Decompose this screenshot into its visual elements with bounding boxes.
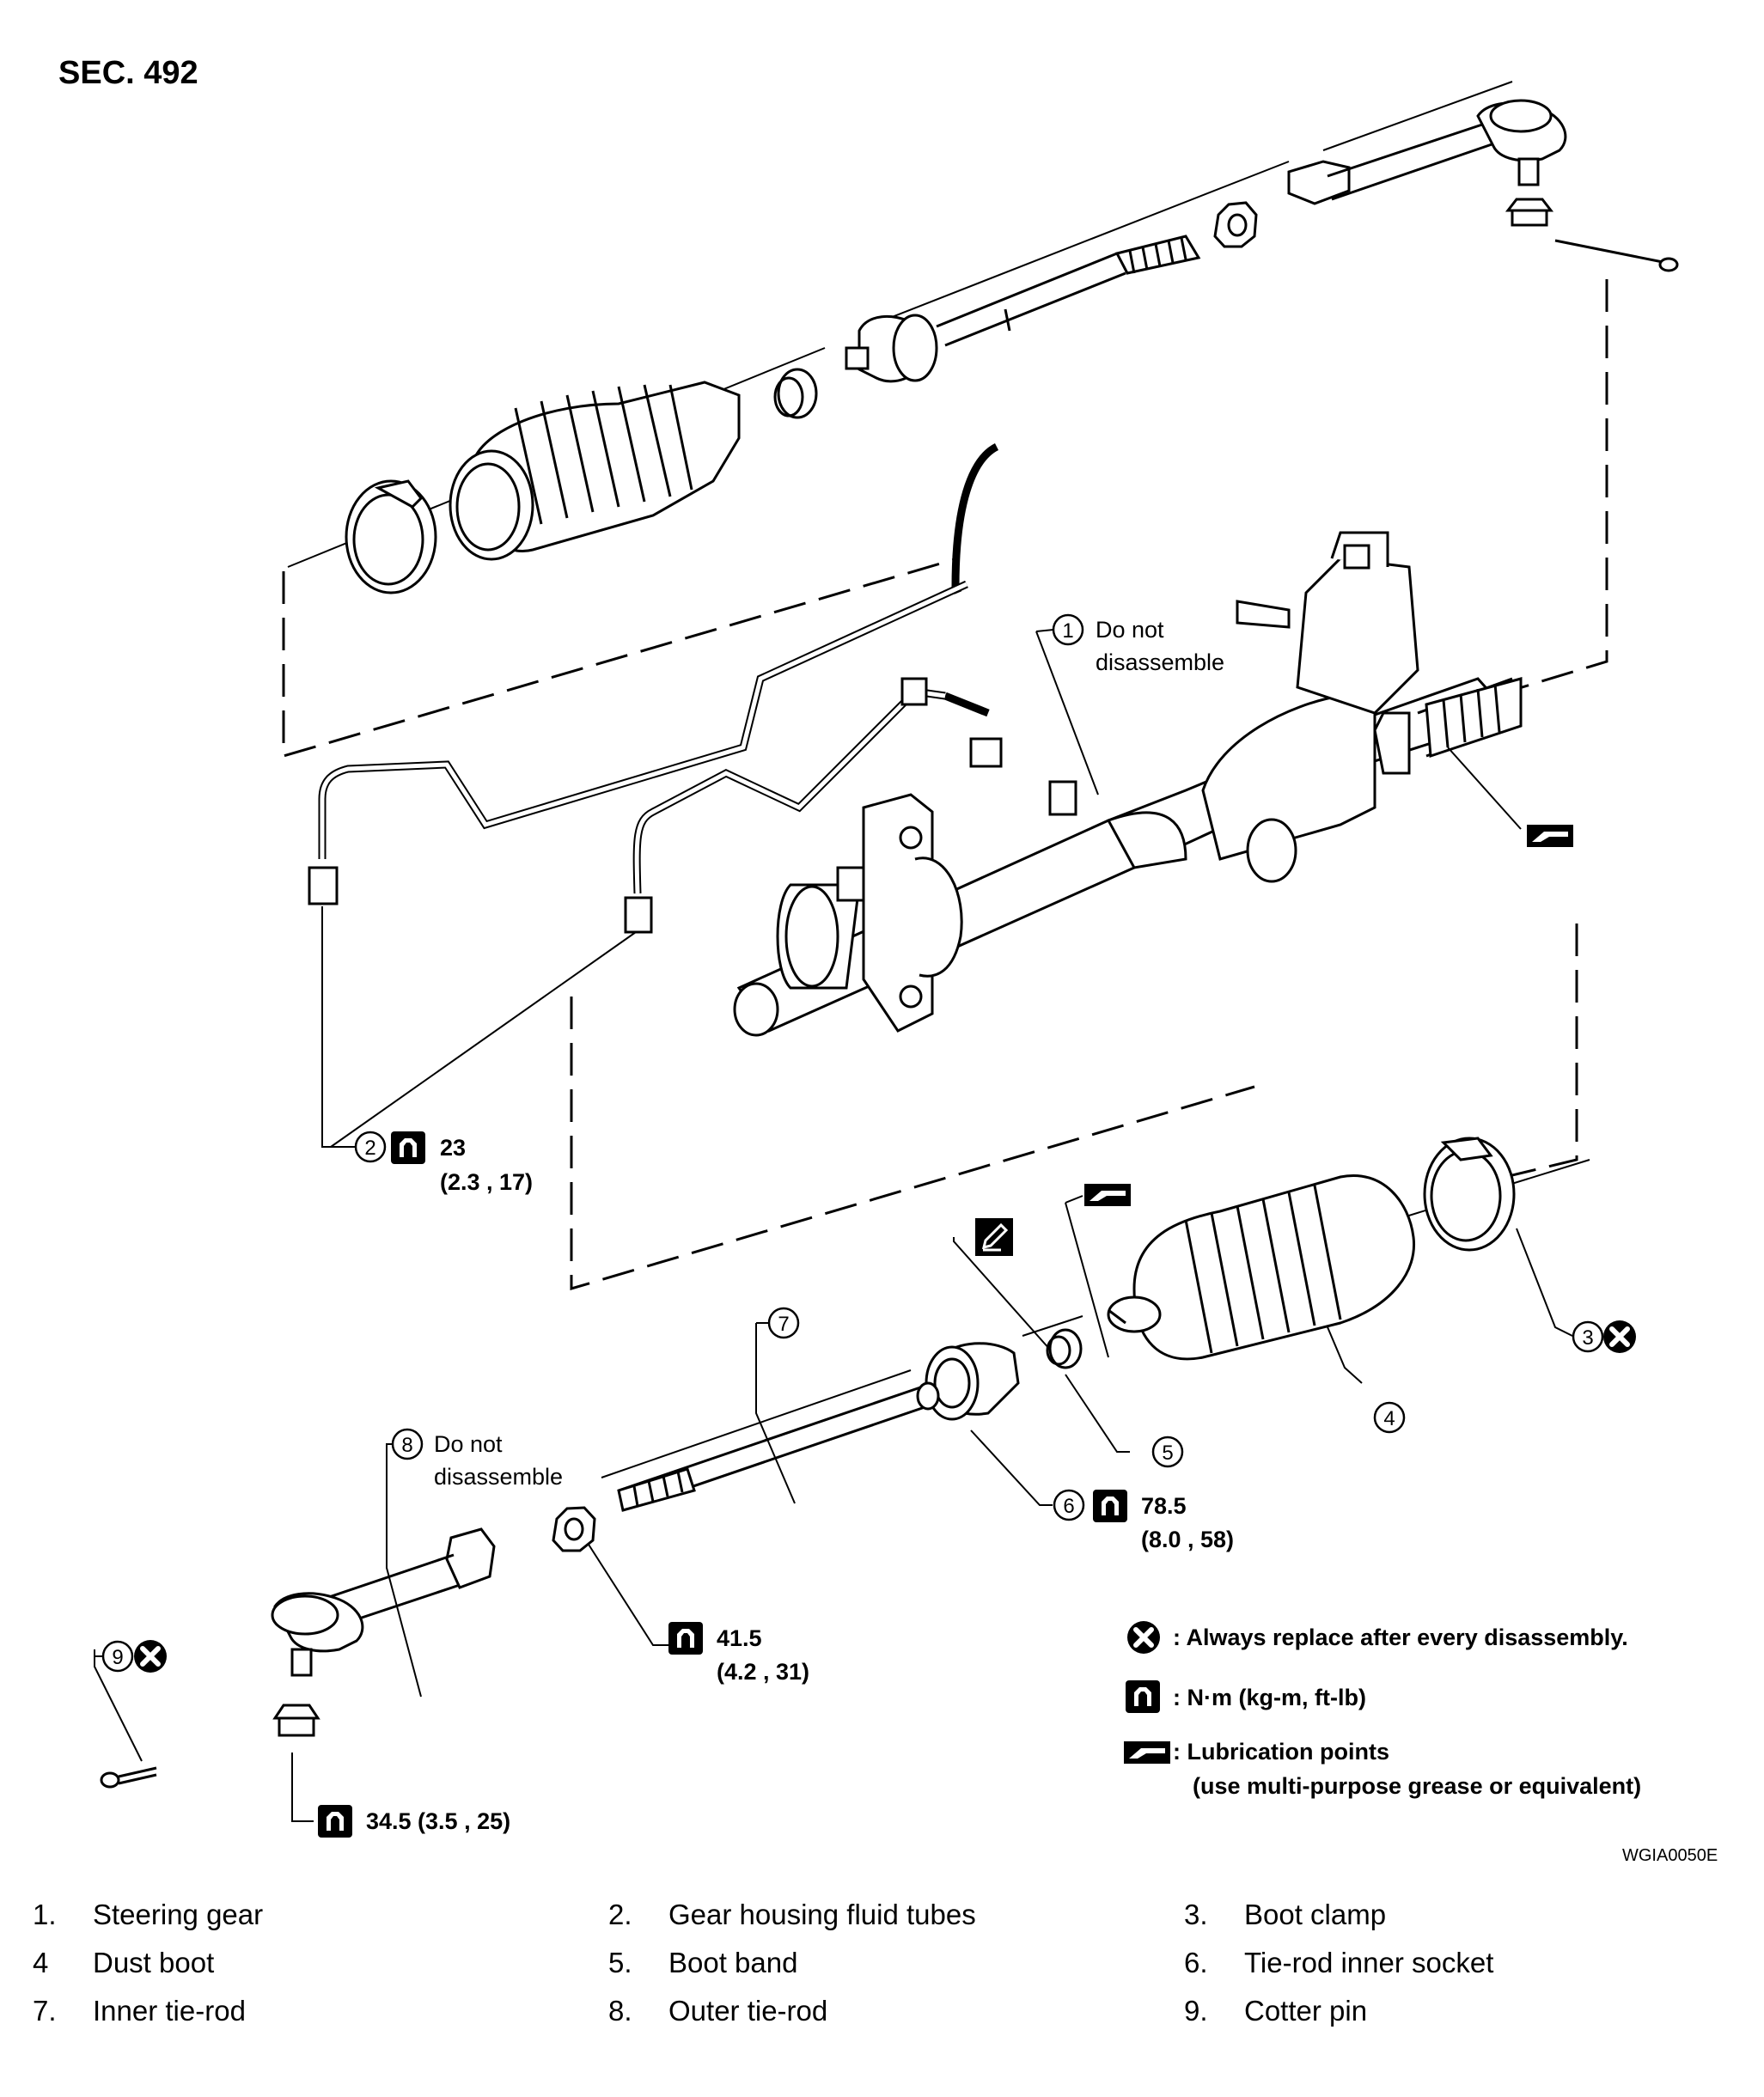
torque-value-nut: 41.5	[717, 1625, 762, 1651]
boot-band-upper	[773, 368, 818, 419]
parts-legend-name: Tie-rod inner socket	[1244, 1947, 1494, 1978]
replace-icon-legend	[1127, 1621, 1160, 1654]
parts-legend-name: Cotter pin	[1244, 1995, 1368, 2027]
callout-number-6: 6	[1063, 1495, 1074, 1518]
torque-value-castle: 34.5 (3.5 , 25)	[366, 1808, 510, 1834]
callout-number-5: 5	[1162, 1442, 1173, 1465]
parts-legend-name: Dust boot	[93, 1947, 215, 1978]
cotter-pin-lower	[100, 1766, 157, 1789]
torque-alt-2: (2.3 , 17)	[440, 1169, 533, 1195]
legend-replace-text: : Always replace after every disassembly…	[1173, 1625, 1628, 1650]
boot-clamp-upper	[345, 479, 437, 594]
lubrication-icon-boot	[1084, 1184, 1131, 1206]
boot-clamp-lower	[1423, 1137, 1516, 1252]
callout-1-note-line1: Do not	[1096, 617, 1164, 643]
lubrication-icon-legend	[1124, 1741, 1170, 1764]
fluid-tube-2-inner	[634, 689, 946, 894]
parts-legend-num: 4	[33, 1947, 49, 1978]
dashed-assembly-line-upper	[282, 279, 1608, 759]
inner-tie-rod-lower	[617, 1381, 940, 1512]
parts-legend-num: 6.	[1184, 1947, 1208, 1978]
parts-legend-name: Boot clamp	[1244, 1899, 1387, 1930]
torque-icon-nut	[668, 1622, 703, 1655]
callout-number-8: 8	[401, 1434, 412, 1457]
cotter-pin-upper-line	[1554, 239, 1663, 264]
parts-legend-name: Outer tie-rod	[668, 1995, 828, 2027]
callout-circle-3	[1572, 1320, 1604, 1353]
callout-circle-2	[354, 1131, 387, 1163]
outer-tie-rod-lower	[271, 1527, 496, 1737]
replace-icon-9	[134, 1640, 167, 1673]
callout-circle-5	[1151, 1436, 1184, 1468]
lubrication-icon-gear	[1527, 825, 1573, 847]
callout-circle-4	[1373, 1401, 1406, 1434]
steering-gear-body	[733, 531, 1523, 1037]
legend-lube-text-2: (use multi-purpose grease or equivalent)	[1193, 1773, 1641, 1799]
figure-id: WGIA0050E	[1622, 1846, 1718, 1865]
fluid-tube-1-inner	[320, 582, 968, 859]
parts-legend-num: 7.	[33, 1995, 57, 2027]
parts-legend-num: 3.	[1184, 1899, 1208, 1930]
torque-icon-2	[391, 1131, 425, 1164]
section-title: SEC. 492	[58, 55, 198, 91]
torque-icon-legend	[1126, 1680, 1160, 1713]
callout-8-note-line2: disassemble	[434, 1464, 563, 1490]
torque-alt-6: (8.0 , 58)	[1141, 1527, 1234, 1552]
sealant-icon	[974, 1216, 1015, 1258]
legend-lube-text-1: : Lubrication points	[1173, 1739, 1389, 1765]
callout-number-4: 4	[1383, 1407, 1395, 1430]
parts-legend-num: 9.	[1184, 1995, 1208, 2027]
torque-value-6: 78.5	[1141, 1493, 1187, 1519]
callout-number-9: 9	[112, 1646, 123, 1669]
callout-number-1: 1	[1062, 619, 1073, 643]
callout-number-7: 7	[778, 1313, 789, 1336]
parts-legend-name: Inner tie-rod	[93, 1995, 246, 2027]
callout-circle-6	[1053, 1489, 1085, 1521]
inner-tie-rod-upper	[845, 235, 1201, 383]
lock-nut-lower	[552, 1506, 596, 1552]
torque-icon-6	[1093, 1490, 1127, 1522]
callout-1-note-line2: disassemble	[1096, 649, 1224, 675]
dust-boot-lower	[1107, 1174, 1416, 1361]
leader-lines	[94, 631, 1573, 1822]
callout-number-3: 3	[1582, 1326, 1593, 1350]
torque-alt-nut: (4.2 , 31)	[717, 1659, 809, 1685]
parts-legend-name: Steering gear	[93, 1899, 264, 1930]
parts-legend-num: 8.	[608, 1995, 632, 2027]
parts-legend-num: 5.	[608, 1947, 632, 1978]
boot-band-lower	[1046, 1328, 1083, 1369]
parts-legend-num: 1.	[33, 1899, 57, 1930]
torque-value-2: 23	[440, 1135, 466, 1161]
torque-icon-castle	[318, 1805, 352, 1838]
parts-legend-name: Boot band	[668, 1947, 798, 1978]
lock-nut-upper	[1213, 201, 1258, 248]
callout-8-note-line1: Do not	[434, 1431, 503, 1457]
legend-torque-text: : N·m (kg-m, ft-lb)	[1173, 1685, 1366, 1710]
replace-icon-3	[1603, 1320, 1636, 1353]
parts-legend-name: Gear housing fluid tubes	[668, 1899, 976, 1930]
parts-legend-num: 2.	[608, 1899, 632, 1930]
dust-boot-upper	[449, 381, 741, 561]
callout-number-2: 2	[364, 1137, 375, 1160]
tie-rod-inner-socket	[925, 1342, 1020, 1421]
outer-tie-rod-upper	[1287, 99, 1567, 227]
